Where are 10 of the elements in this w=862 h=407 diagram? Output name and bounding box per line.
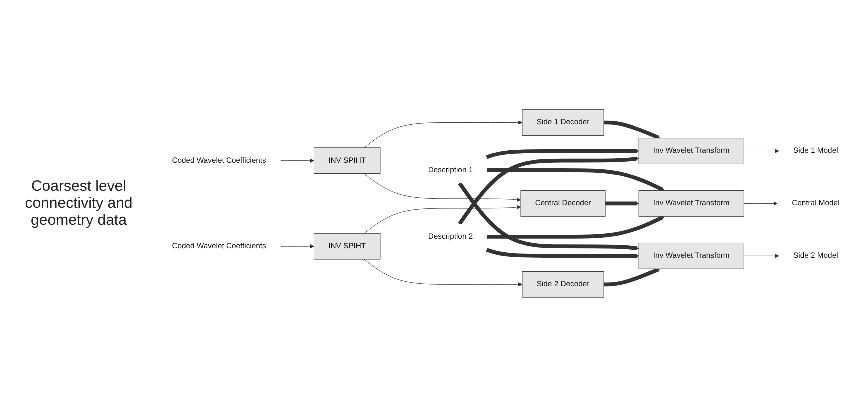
arrow	[606, 201, 640, 206]
arrow	[458, 156, 640, 225]
arrow	[604, 268, 660, 286]
arrow	[487, 168, 665, 192]
note-text: Coarsest level connectivity and geometry data	[24, 178, 134, 229]
arrow	[604, 120, 660, 140]
arrow	[486, 148, 640, 160]
arrow	[487, 216, 665, 239]
arrow	[458, 182, 640, 250]
arrow	[486, 248, 640, 258]
